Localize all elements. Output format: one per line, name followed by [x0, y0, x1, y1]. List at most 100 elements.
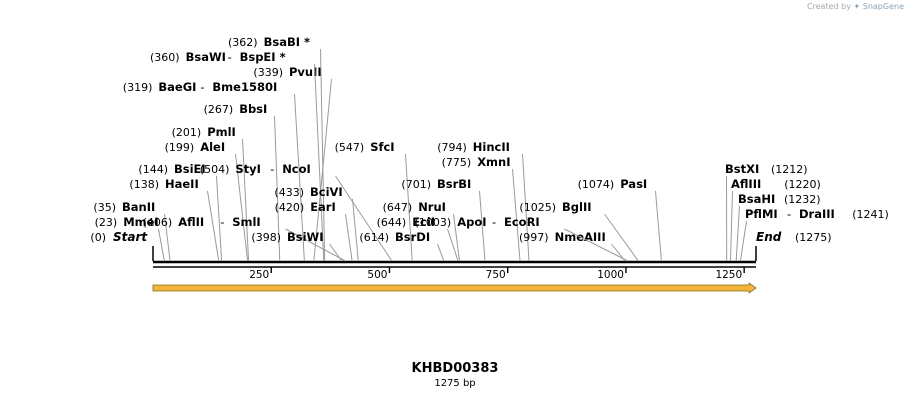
site-position: (547)	[335, 141, 365, 154]
site-name: BsiWI	[287, 230, 324, 244]
site-leader	[329, 243, 343, 262]
site-position: (794)	[437, 141, 467, 154]
site-hincii: (794)HincII	[437, 140, 510, 154]
site-separator: -	[492, 215, 496, 229]
site-leader	[352, 198, 359, 262]
site-name-2: SmlI	[232, 215, 261, 229]
site-nmeaiii: (997)NmeAIII	[519, 230, 606, 244]
credit-brand: SnapGene	[862, 2, 904, 11]
site-leader	[345, 213, 353, 262]
site-name: AleI	[200, 140, 225, 154]
site-position: (1220)	[784, 178, 821, 191]
site-name: BanII	[122, 200, 155, 214]
site-separator: -	[200, 80, 204, 94]
site-leader	[294, 93, 305, 262]
end-position: (1275)	[795, 231, 832, 244]
site-bglii: (1025)BglII	[519, 200, 591, 214]
site-eari: (420)EarI	[275, 200, 336, 214]
site-name-2: NcoI	[282, 162, 311, 176]
site-position: (433)	[274, 186, 304, 199]
site-position: (1241)	[852, 208, 889, 221]
site-name: MmeI	[123, 215, 159, 229]
site-afliii: AflIII(1220)	[731, 177, 821, 191]
site-pasi: (1074) PasI	[578, 177, 648, 191]
site-position: (647)	[383, 201, 413, 214]
credit-label: Created by ✦ SnapGene	[807, 2, 904, 11]
site-xmni: (775)XmnI	[442, 155, 511, 169]
tick-label: 1000	[597, 269, 624, 281]
site-nrui: (647)NruI	[383, 200, 446, 214]
site-position: (614)	[359, 231, 389, 244]
site-name: BsiEI	[174, 162, 206, 176]
site-separator: -	[787, 207, 791, 221]
site-position: (420)	[275, 201, 305, 214]
site-bsiwi: (398) BsiWI	[251, 230, 323, 244]
site-bsabi: (362)BsaBI *	[228, 35, 310, 49]
site-position: (701)	[401, 178, 431, 191]
site-bbsi: (267)BbsI	[204, 102, 268, 116]
site-leader	[235, 153, 249, 262]
site-leader	[274, 115, 281, 262]
site-bsrdi: (614) BsrDI	[359, 230, 430, 244]
tick-label: 750	[486, 269, 506, 281]
site-name: BstXI	[725, 162, 759, 176]
site-leader	[164, 213, 171, 262]
site-name: StyI	[235, 162, 261, 176]
site-leader	[564, 228, 629, 262]
site-leader	[739, 220, 747, 262]
site-position: (138)	[129, 178, 159, 191]
site-position: (398)	[251, 231, 281, 244]
snapgene-logo: ✦ SnapGene	[853, 2, 905, 11]
site-name-2: EcoRI	[504, 215, 540, 229]
end-name: End	[756, 230, 782, 244]
site-position: (362)	[228, 36, 258, 49]
site-name: BsaHI	[738, 192, 775, 206]
start-label: (0)Start	[90, 230, 148, 244]
site-bcivi: (433) BciVI	[274, 185, 342, 199]
site-position: (1074)	[578, 178, 615, 191]
site-name: AflII	[178, 215, 204, 229]
site-leader	[242, 138, 250, 262]
site-leader	[216, 175, 223, 262]
site-name: PasI	[620, 177, 647, 191]
site-bsahi: BsaHI (1232)	[738, 192, 821, 206]
site-name: BbsI	[239, 102, 267, 116]
site-name-2: BspEI *	[240, 50, 286, 64]
site-pvuii: (339)PvuII	[253, 65, 321, 79]
site-name: BciVI	[310, 185, 343, 199]
site-apoi: (1003)ApoI-EcoRI	[415, 215, 540, 229]
site-styi: (504)StyI-NcoI	[200, 162, 311, 176]
tick-label: 500	[367, 269, 387, 281]
site-position: (1232)	[784, 193, 821, 206]
site-position: (319)	[123, 81, 153, 94]
site-leader	[335, 175, 393, 262]
site-position: (144)	[138, 163, 168, 176]
site-separator: -	[228, 50, 232, 64]
site-position: (201)	[172, 126, 202, 139]
site-name: BsrDI	[395, 230, 430, 244]
site-name: EciI	[412, 215, 435, 229]
site-position: (644)	[377, 216, 407, 229]
feature-arrow	[152, 282, 757, 294]
site-leader	[735, 205, 740, 262]
site-bsawi: (360)BsaWI-BspEI *	[150, 50, 286, 64]
site-position: (339)	[253, 66, 283, 79]
site-name: BglII	[562, 200, 592, 214]
site-separator: -	[220, 215, 224, 229]
site-leader	[447, 228, 459, 262]
site-name: ApoI	[457, 215, 486, 229]
site-leader	[522, 153, 530, 262]
site-leader	[729, 190, 733, 262]
site-position: (35)	[93, 201, 116, 214]
site-leader	[479, 190, 486, 262]
site-mmei: (23) MmeI	[95, 215, 159, 229]
site-banii: (35) BanII	[93, 200, 155, 214]
site-bsrbi: (701) BsrBI	[401, 177, 471, 191]
site-name: BsrBI	[437, 177, 471, 191]
site-name: XmnI	[477, 155, 510, 169]
site-position: (23)	[95, 216, 118, 229]
site-leader	[405, 153, 413, 262]
site-position: (360)	[150, 51, 180, 64]
site-sfci: (547)SfcI	[335, 140, 395, 154]
